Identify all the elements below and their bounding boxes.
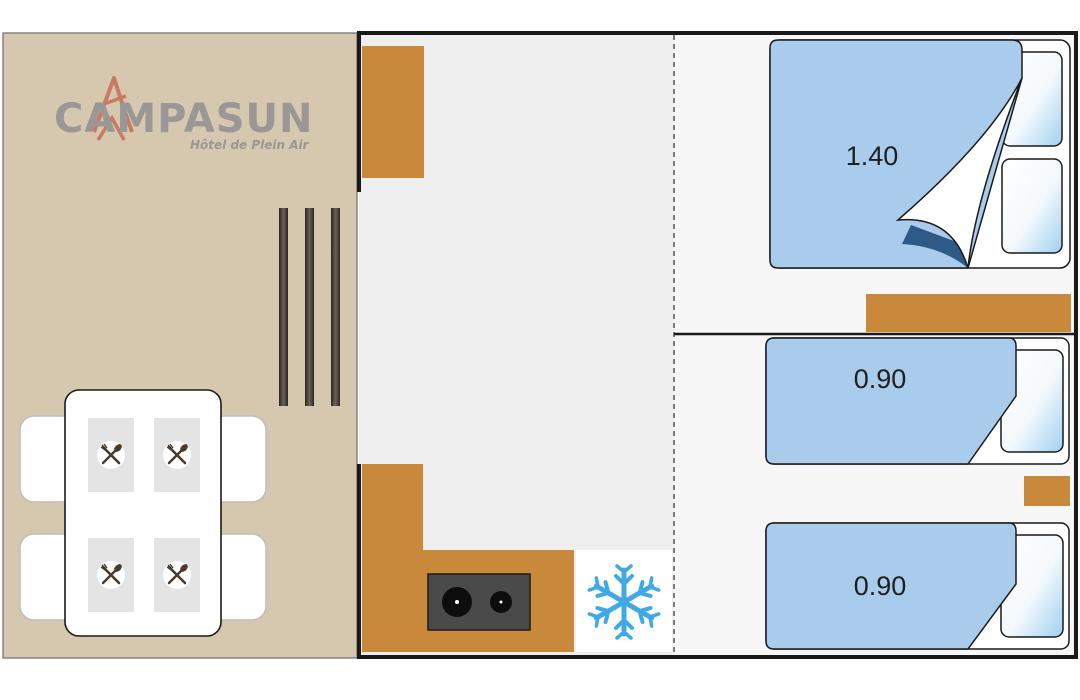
cutlery-icon <box>97 561 125 589</box>
single-bed: 0.90 <box>765 522 1070 650</box>
logo-subtitle: Hôtel de Plein Air <box>190 138 310 152</box>
duvet-fold-shadow <box>902 225 968 268</box>
bed-size-label: 1.40 <box>846 141 899 171</box>
storage-cabinet <box>362 46 424 178</box>
logo-figure-icon <box>92 76 134 141</box>
dining-set <box>19 389 267 637</box>
duvet-fold <box>895 77 1023 269</box>
double-bed: 1.40 <box>769 39 1071 269</box>
cutlery-icon <box>163 561 191 589</box>
bed-size-label: 0.90 <box>854 571 907 601</box>
single-bed: 0.90 <box>765 337 1070 465</box>
duvet <box>765 522 1017 650</box>
logo-text: CAMPASUN <box>54 96 313 142</box>
outer-wall <box>357 31 1078 659</box>
cooktop <box>427 573 531 631</box>
duvet <box>765 337 1017 465</box>
wardrobe <box>866 294 1071 332</box>
cutlery-icon <box>163 441 191 469</box>
pillow <box>1001 158 1063 254</box>
cutlery-icon <box>97 441 125 469</box>
bed-size-label: 0.90 <box>854 364 907 394</box>
sliding-door <box>279 208 340 406</box>
campasun-logo: CAMPASUN Hôtel de Plein Air <box>54 76 313 152</box>
shelf <box>1024 476 1070 506</box>
